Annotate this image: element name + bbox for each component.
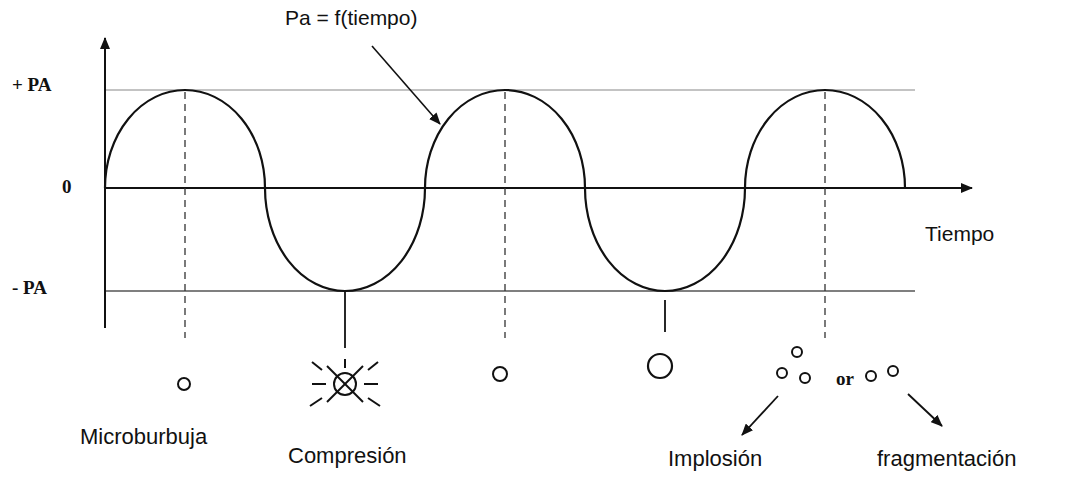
peak-marker <box>184 92 185 338</box>
compressed-bubble <box>310 359 380 406</box>
trough-marker <box>344 291 346 348</box>
axis-value: 0 <box>62 176 72 198</box>
axis-title: Tiempo <box>925 222 994 246</box>
stage-label: fragmentación <box>877 446 1016 471</box>
leader-line <box>372 46 440 124</box>
axis-value: - PA <box>12 277 47 299</box>
function-label: Pa = f(tiempo) <box>285 6 417 30</box>
peak-marker <box>504 92 505 338</box>
conjunction-label: or <box>836 368 854 390</box>
stage-label: Implosión <box>668 446 762 471</box>
x-axis <box>105 187 972 189</box>
implosion-fragments <box>777 347 810 383</box>
microbubble <box>178 378 190 390</box>
fragmentation-bubbles <box>866 366 898 381</box>
trough-marker <box>664 300 666 332</box>
minus-pa-line <box>105 290 915 292</box>
stage-label: Compresión <box>288 443 407 468</box>
peak-marker <box>824 92 825 338</box>
implosion-arrow <box>742 396 778 435</box>
growing-bubble <box>493 367 507 381</box>
fragmentation-arrow <box>908 394 942 426</box>
stage-label: Microburbuja <box>80 424 207 449</box>
axis-value: + PA <box>12 74 52 96</box>
large-bubble <box>648 354 672 378</box>
